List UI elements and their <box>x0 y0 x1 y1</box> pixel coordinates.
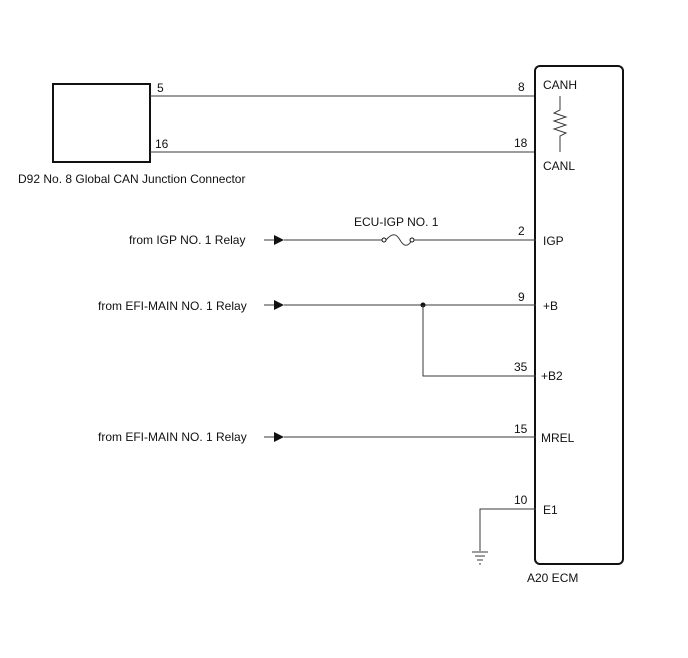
ecm-terminal-plus-b2: +B2 <box>541 369 563 383</box>
igp-arrow-icon <box>274 235 284 245</box>
ecm-pin-10: 10 <box>514 493 528 507</box>
ecm-pin-9: 9 <box>518 290 525 304</box>
ecm-terminal-mrel: MREL <box>541 431 575 445</box>
ecm-pin-35: 35 <box>514 360 528 374</box>
igp-source-label: from IGP NO. 1 Relay <box>129 233 245 247</box>
junction-connector-box <box>52 83 151 163</box>
efi-main-source-label-2: from EFI-MAIN NO. 1 Relay <box>98 430 247 444</box>
ecm-terminal-plus-b: +B <box>543 299 558 313</box>
ground-icon <box>472 551 488 565</box>
ecm-terminal-e1: E1 <box>543 503 558 517</box>
fuse-terminal-left <box>381 237 387 243</box>
efi-main-source-label-1: from EFI-MAIN NO. 1 Relay <box>98 299 247 313</box>
fuse-terminal-right <box>409 237 415 243</box>
ecm-terminal-canh: CANH <box>543 78 577 92</box>
ecm-label: A20 ECM <box>527 571 578 585</box>
connector-pin-16: 16 <box>155 137 169 151</box>
ecm-pin-2: 2 <box>518 224 525 238</box>
termination-resistor <box>552 96 568 152</box>
ecm-terminal-canl: CANL <box>543 159 575 173</box>
ecm-pin-18: 18 <box>514 136 528 150</box>
ecm-terminal-igp: IGP <box>543 234 564 248</box>
e1-ground-wire <box>479 508 536 551</box>
efi-arrow-icon-2 <box>274 432 284 442</box>
fuse-icon <box>385 234 413 246</box>
efi-arrow-icon-1 <box>274 300 284 310</box>
ecm-box <box>534 65 624 565</box>
junction-connector-label: D92 No. 8 Global CAN Junction Connector <box>18 172 245 186</box>
connector-pin-5: 5 <box>157 81 164 95</box>
ecm-pin-15: 15 <box>514 422 528 436</box>
ecm-pin-8: 8 <box>518 80 525 94</box>
plus-b2-wire <box>422 305 536 377</box>
fuse-label: ECU-IGP NO. 1 <box>354 215 439 229</box>
